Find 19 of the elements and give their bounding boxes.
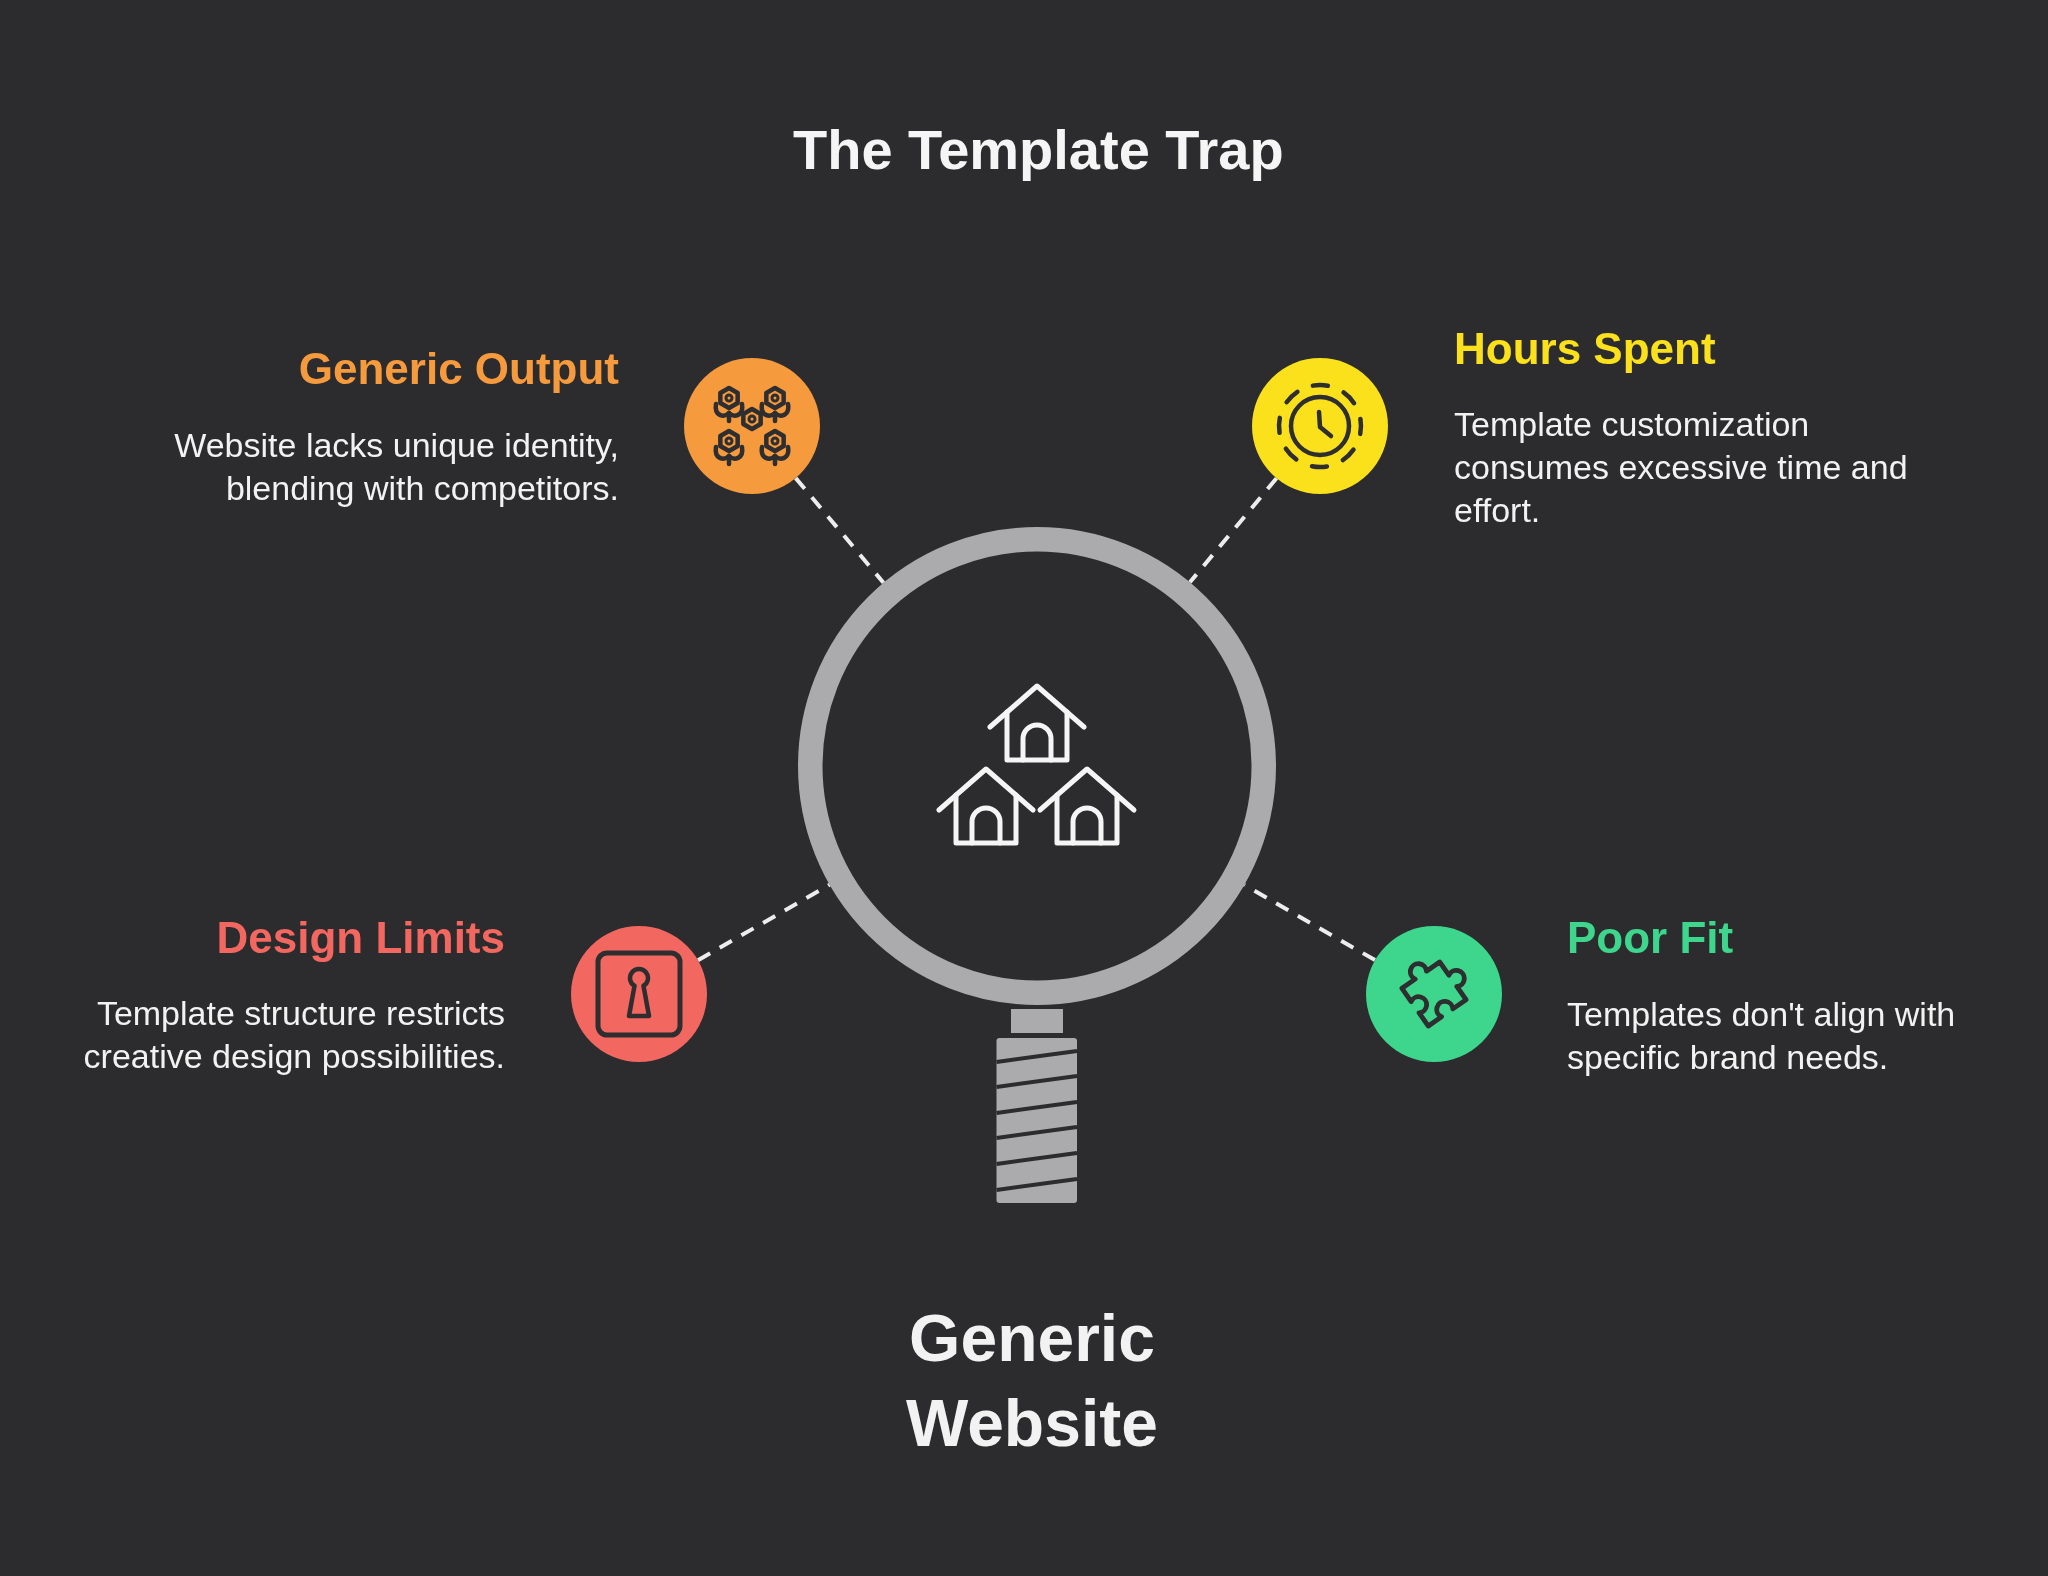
puzzle-piece-icon (1366, 926, 1502, 1062)
diagram-title: The Template Trap (793, 117, 1284, 183)
center-label: Generic Website (905, 1300, 1159, 1462)
keyhole-icon (571, 926, 707, 1062)
item-heading: Generic Output (298, 343, 619, 395)
dashed-connector (1243, 883, 1376, 962)
item-heading: Poor Fit (1567, 912, 1734, 964)
dashed-connector (1188, 477, 1279, 584)
dashed-connector (697, 883, 831, 962)
magnifying-glass (797, 527, 1277, 1205)
hexagon-group-icon (684, 358, 820, 494)
item-description: Templates don't align with specific brand needs. (1567, 994, 1957, 1078)
dashed-connector (794, 476, 886, 585)
item-description: Template customization consumes excessive time and effort. (1454, 404, 1909, 531)
item-description: Website lacks unique identity, blending with competitors. (173, 425, 619, 509)
item-heading: Design Limits (216, 912, 505, 964)
item-heading: Hours Spent (1454, 323, 1716, 375)
item-description: Template structure restricts creative design possibilities. (82, 993, 505, 1077)
clock-icon (1252, 358, 1388, 494)
